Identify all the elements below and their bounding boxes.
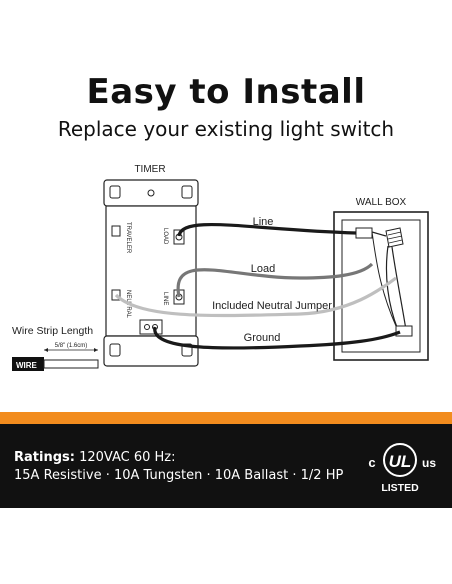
- wire-strip-graphic: [12, 357, 99, 371]
- ratings-voltage: 120VAC 60 Hz:: [79, 450, 176, 465]
- footer-panel: Ratings: 120VAC 60 Hz: 15A Resistive · 1…: [0, 424, 452, 508]
- wire-nut-icon: [385, 227, 404, 248]
- wallbox-load-path: [371, 231, 397, 327]
- line-wire: [177, 222, 357, 237]
- terminal-label-load: LOAD: [162, 228, 168, 245]
- ground-wire: [153, 326, 401, 350]
- timer-body: [105, 205, 197, 337]
- strip-measure-label: 5/8" (1.6cm): [55, 343, 87, 349]
- ratings-block: Ratings: 120VAC 60 Hz: 15A Resistive · 1…: [14, 449, 343, 485]
- ground-wire-label: Ground: [244, 332, 281, 344]
- wallbox-line-terminal: [355, 227, 373, 239]
- wire-strip-title: Wire Strip Length: [12, 325, 93, 337]
- timer-label: TIMER: [134, 164, 165, 175]
- wiring-diagram: TIMER TRAVELER NEUTRAL LOAD LINE WALL BO…: [12, 164, 429, 371]
- timer-top-plate: [103, 179, 199, 207]
- ul-listed-text: LISTED: [381, 482, 419, 494]
- terminal-label-traveler: TRAVELER: [125, 222, 131, 254]
- accent-bar: [0, 412, 452, 424]
- ul-listed-logo: UL c us LISTED: [368, 443, 436, 494]
- strip-measure-arrow: [44, 348, 98, 352]
- neutral-jumper-label: Included Neutral Jumper: [212, 300, 332, 312]
- ul-us-text: us: [422, 456, 436, 470]
- load-wire-label: Load: [251, 263, 275, 275]
- ul-c-text: c: [368, 455, 375, 470]
- ul-text: UL: [389, 452, 412, 471]
- wire-label: WIRE: [16, 361, 38, 370]
- wallbox-internal-wires: [371, 231, 407, 331]
- wallbox-neutral-terminal: [395, 325, 413, 337]
- ratings-line-2: 15A Resistive · 10A Tungsten · 10A Balla…: [14, 468, 344, 483]
- load-wire: [176, 262, 374, 298]
- ratings-label: Ratings:: [14, 450, 75, 465]
- page-subtitle: Replace your existing light switch: [57, 117, 395, 141]
- terminal-label-line: LINE: [162, 292, 168, 305]
- ratings-line-1: Ratings: 120VAC 60 Hz:: [14, 449, 343, 467]
- neutral-jumper-wire: [114, 276, 397, 318]
- line-wire-label: Line: [253, 216, 274, 228]
- page-title: Easy to Install: [86, 72, 366, 112]
- wall-box-label: WALL BOX: [356, 197, 407, 208]
